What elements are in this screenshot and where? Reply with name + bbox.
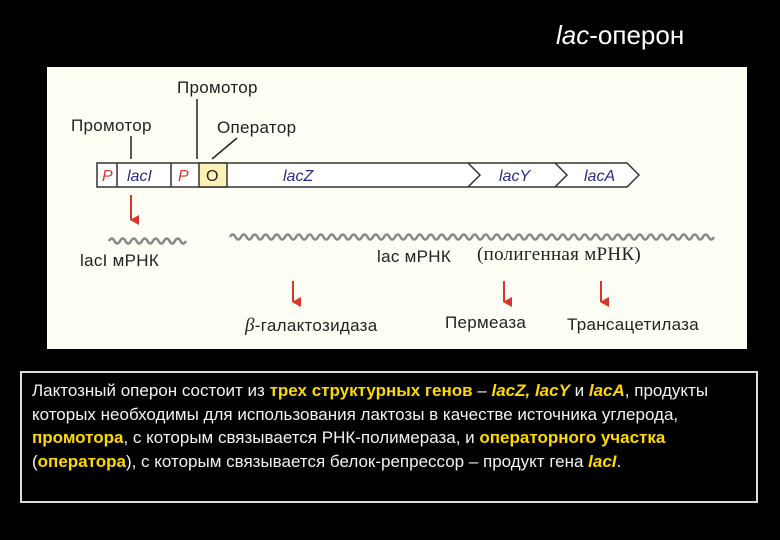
lacz-lacy-chevron (467, 162, 482, 188)
caption-box: Лактозный оперон состоит из трех структу… (20, 371, 758, 503)
caption-text: Лактозный оперон состоит из (32, 381, 270, 400)
caption-highlight: lacA (588, 381, 625, 400)
segment-p2: P (178, 168, 189, 185)
laci-mrna-label: lacI мРНК (80, 251, 160, 270)
caption-text: ), с которым связывается белок-репрессор… (125, 451, 589, 471)
segment-laca: lacA (584, 168, 615, 185)
transacetylase-label: Трансацетилаза (567, 315, 700, 334)
caption-text: , с которым связывается РНК-полимераза, … (123, 428, 480, 447)
beta-symbol: β (245, 315, 255, 336)
polygenic-mrna-note: (полигенная мРНК) (477, 244, 642, 265)
caption-highlight: промотора (32, 428, 124, 447)
caption-highlight: операторного участка (479, 428, 666, 447)
caption-highlight: lacI (588, 451, 617, 471)
galactosidase-label: β-галактозидаза (245, 315, 378, 337)
diagram-graphics: P lacI P O lacZ lacY lacA (96, 99, 716, 307)
lac-mrna-wave (228, 233, 716, 241)
caption-text: , продукты которых необходимы для исполь… (32, 381, 709, 424)
caption-highlight: оператора (37, 451, 126, 471)
caption-text: ( (32, 451, 38, 471)
segment-lacy: lacY (499, 168, 531, 185)
caption-highlight: lacZ, lacY (491, 381, 570, 400)
caption-text: . (616, 451, 622, 471)
laci-mrna-wave (107, 237, 188, 245)
segment-p1: P (102, 168, 113, 185)
lac-mrna-label: lac мРНК (377, 247, 452, 266)
promoter-label-top: Промотор (177, 78, 258, 97)
permease-label: Пермеаза (445, 313, 527, 332)
operator-leader (211, 137, 238, 160)
title-lac-italic: lac (556, 20, 590, 50)
operator-box (198, 162, 228, 188)
segment-o: O (206, 168, 218, 185)
lac-operon-diagram: P lacI P O lacZ lacY lacA Промотор Промо… (47, 67, 747, 349)
slide-title: lac-оперон (556, 20, 684, 51)
dna-bar (96, 162, 641, 188)
segment-lacz: lacZ (283, 168, 314, 185)
caption-highlight: трех структурных генов (269, 381, 473, 400)
operator-label: Оператор (217, 118, 297, 137)
caption-text: и (569, 381, 589, 400)
caption-text: – (472, 381, 492, 400)
galactosidase-text: -галактозидаза (254, 316, 378, 335)
segment-laci: lacI (127, 168, 152, 185)
lacy-laca-chevron (554, 162, 569, 188)
title-operon: -оперон (589, 20, 685, 50)
promoter-label-left: Промотор (71, 116, 152, 135)
